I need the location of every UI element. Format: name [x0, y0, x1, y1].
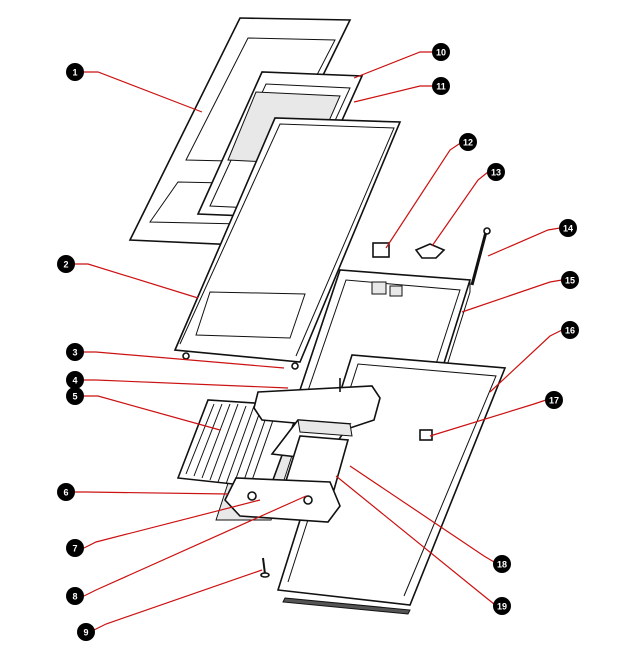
- callout-17: 17: [545, 391, 563, 409]
- callout-13: 13: [487, 163, 505, 181]
- callout-19-label: 19: [497, 602, 507, 612]
- leader-10: [353, 51, 432, 79]
- callout-6-label: 6: [63, 488, 68, 498]
- callout-7-label: 7: [72, 544, 77, 554]
- callout-15: 15: [561, 271, 579, 289]
- leader-14: [487, 227, 561, 257]
- callout-3: 3: [66, 343, 84, 361]
- callout-18-label: 18: [497, 560, 507, 570]
- leader-13: [431, 171, 489, 247]
- callout-4: 4: [66, 371, 84, 389]
- callout-16-label: 16: [565, 326, 575, 336]
- callout-14-label: 14: [563, 224, 573, 234]
- leader-6: [74, 491, 229, 495]
- callout-11-label: 11: [436, 82, 446, 92]
- mounting-bracket: [414, 243, 446, 259]
- holder-pin-left: [247, 491, 257, 501]
- leader-19: [335, 475, 495, 605]
- callout-9: 9: [77, 623, 95, 641]
- callout-10: 10: [432, 43, 450, 61]
- callout-11: 11: [432, 77, 450, 95]
- callout-6: 6: [57, 483, 75, 501]
- leader-4: [84, 379, 289, 389]
- holder-pin-right: [303, 495, 313, 505]
- leader-7: [83, 499, 261, 549]
- touch-panel: [173, 117, 402, 370]
- callout-7: 7: [66, 539, 84, 557]
- callout-13-label: 13: [491, 168, 501, 178]
- screw: [260, 557, 270, 578]
- callout-1: 1: [66, 63, 84, 81]
- callout-8-label: 8: [72, 592, 77, 602]
- top-holder: [253, 385, 381, 429]
- callout-1-label: 1: [72, 68, 77, 78]
- callout-5: 5: [66, 387, 84, 405]
- callout-12: 12: [459, 133, 477, 151]
- leader-3: [84, 351, 285, 369]
- callout-16: 16: [561, 321, 579, 339]
- leader-12: [385, 141, 463, 249]
- callout-2-label: 2: [63, 260, 68, 270]
- leader-16: [489, 329, 563, 393]
- leader-lines: [74, 51, 563, 631]
- small-board: [419, 429, 433, 441]
- leader-1: [84, 71, 203, 113]
- callout-markers: 1 2 3 4 5 6 7 8 9 10 11 12 13 14 15 16 1…: [57, 43, 579, 641]
- leader-17: [429, 399, 547, 437]
- leader-9: [93, 569, 263, 631]
- callout-4-label: 4: [72, 376, 77, 386]
- bottom-holder: [224, 477, 341, 523]
- leader-5: [84, 395, 221, 431]
- callout-9-label: 9: [83, 628, 88, 638]
- callout-15-label: 15: [565, 276, 575, 286]
- leader-8: [83, 495, 307, 597]
- callout-10-label: 10: [436, 48, 446, 58]
- callout-17-label: 17: [549, 396, 559, 406]
- antenna: [470, 227, 491, 286]
- callout-5-label: 5: [72, 392, 77, 402]
- callout-19: 19: [493, 597, 511, 615]
- leader-15: [461, 279, 563, 313]
- callout-8: 8: [66, 587, 84, 605]
- callout-3-label: 3: [72, 348, 77, 358]
- connector-block: [372, 242, 390, 258]
- leader-18: [349, 465, 495, 563]
- callout-12-label: 12: [463, 138, 473, 148]
- leader-2: [74, 263, 199, 299]
- leader-11: [353, 85, 432, 103]
- exploded-view-drawing: [128, 17, 507, 615]
- callout-18: 18: [493, 555, 511, 573]
- callout-14: 14: [559, 219, 577, 237]
- callout-2: 2: [57, 255, 75, 273]
